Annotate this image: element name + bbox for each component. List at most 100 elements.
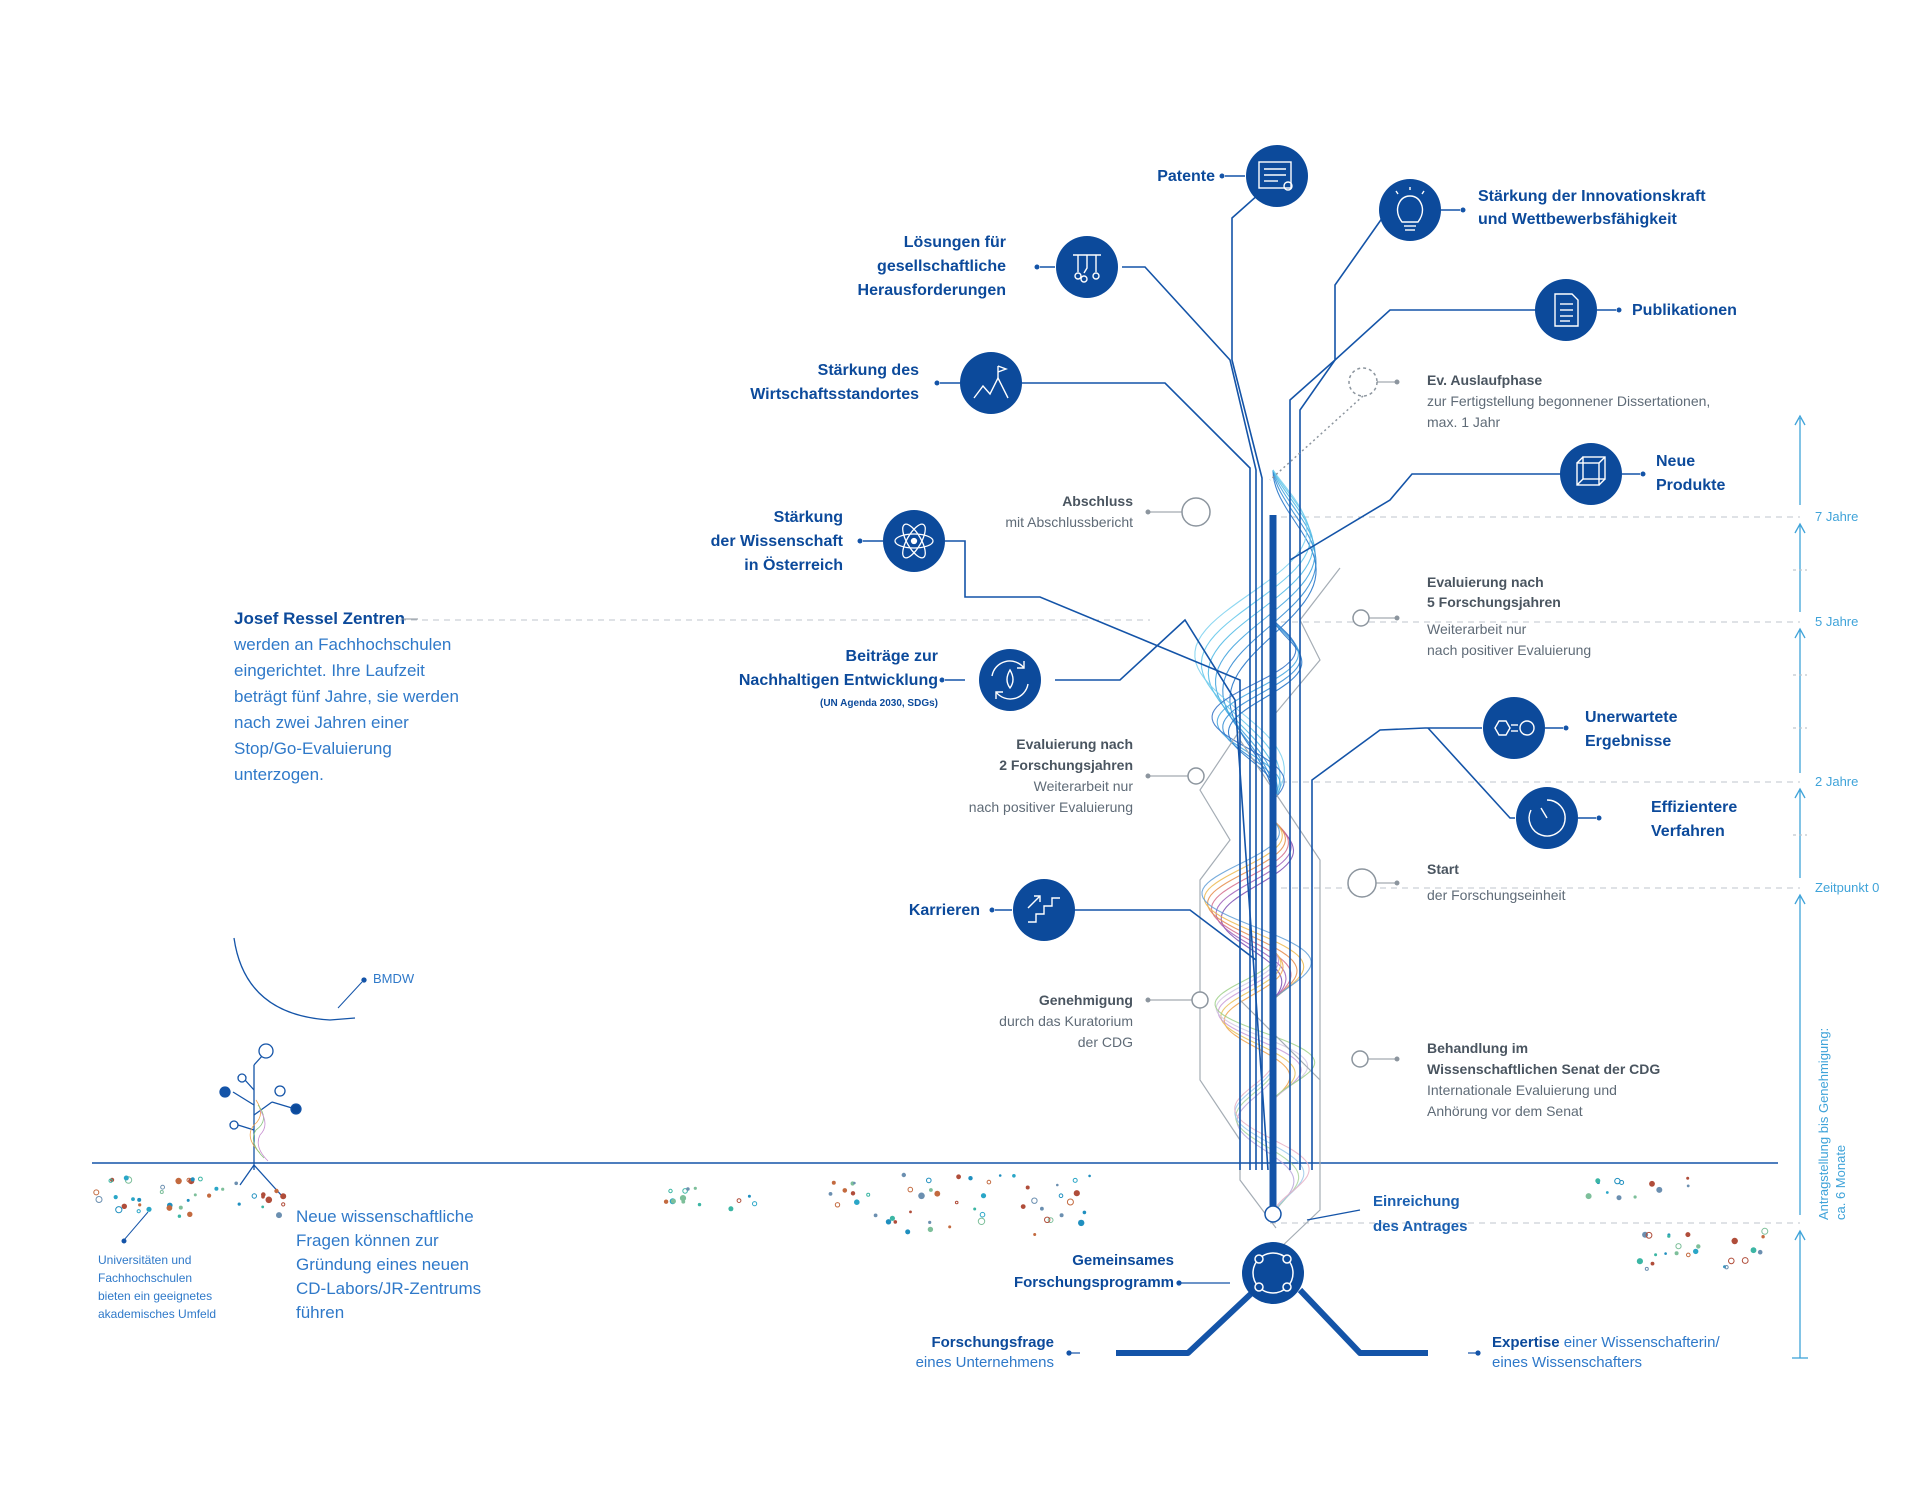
- ground-dot: [1757, 1249, 1763, 1255]
- ground-dot: [1066, 1198, 1074, 1206]
- ground-dot: [686, 1187, 690, 1191]
- ground-dot: [670, 1198, 676, 1204]
- label-genehmigung-1: durch das Kuratorium: [999, 1013, 1133, 1029]
- label-eval5-title2: 5 Forschungsjahren: [1427, 594, 1561, 610]
- ground-dot: [281, 1202, 286, 1207]
- ground-dot: [1073, 1190, 1080, 1197]
- label-start-title: Start: [1427, 861, 1459, 877]
- ground-dot: [693, 1186, 697, 1190]
- ground-dot: [1761, 1235, 1765, 1239]
- label-publikationen: Publikationen: [1632, 302, 1737, 319]
- ground-dot: [1040, 1206, 1044, 1211]
- branch-loesungen: [1122, 266, 1257, 1170]
- ground-dot: [221, 1187, 225, 1191]
- ground-dot: [926, 1177, 932, 1184]
- ground-dot: [1645, 1231, 1653, 1239]
- uni-3: akademisches Umfeld: [98, 1307, 216, 1321]
- ground-dot: [123, 1175, 129, 1181]
- ground-dot: [121, 1203, 128, 1210]
- ground-dot: [261, 1205, 265, 1209]
- label-gemeinsam-1: Gemeinsames: [1072, 1252, 1174, 1269]
- hub-circle: [1242, 1242, 1304, 1304]
- label-eval5-1: Weiterarbeit nur: [1427, 621, 1527, 637]
- josef-line-3: nach zwei Jahren einer: [234, 713, 409, 732]
- helix-strand: [1215, 469, 1316, 801]
- branch-publikationen: [1299, 309, 1565, 1170]
- helix-strand: [1200, 469, 1311, 801]
- milestone-eval2: [1187, 767, 1205, 785]
- ground-dot: [977, 1217, 986, 1226]
- ground-dot: [1025, 1185, 1030, 1190]
- ground-dot: [747, 1194, 751, 1198]
- josef-title: Josef Ressel Zentren: [234, 609, 405, 628]
- ground-dot: [1047, 1217, 1054, 1223]
- ground-dot: [697, 1202, 702, 1207]
- ground-dot: [1614, 1177, 1621, 1185]
- ground-dot: [1750, 1247, 1757, 1254]
- label-wissenschaft-2: der Wissenschaft: [711, 533, 844, 550]
- josef-line-1: eingerichtet. Ihre Laufzeit: [234, 661, 425, 680]
- arrow-up-icon: [1794, 627, 1806, 639]
- ground-dot: [668, 1188, 673, 1194]
- ground-dot: [1012, 1174, 1016, 1178]
- ground-dot: [146, 1206, 152, 1212]
- antrag-duration-line1: Antragstellung bis Genehmigung:: [1816, 1028, 1831, 1220]
- ground-dot: [1686, 1176, 1690, 1180]
- ground-dot: [136, 1209, 141, 1214]
- label-loesungen-3: Herausforderungen: [858, 282, 1006, 299]
- ground-dot: [1078, 1219, 1085, 1227]
- neue-fragen-3: CD-Labors/JR-Zentrums: [296, 1279, 481, 1298]
- ground-dot: [1724, 1265, 1729, 1270]
- label-einreichung-1: Einreichung: [1373, 1193, 1460, 1210]
- branch-patente: [1231, 177, 1278, 1170]
- label-expertise: Expertise einer Wissenschafterin/: [1492, 1334, 1720, 1351]
- ground-dot: [1649, 1180, 1655, 1187]
- milestone-eval5: [1352, 609, 1370, 627]
- antrag-duration-line2: ca. 6 Monate: [1833, 1145, 1848, 1220]
- ground-dot: [137, 1197, 142, 1202]
- uni-connector: [121, 1211, 149, 1244]
- ground-dot: [280, 1193, 287, 1200]
- helix-strand: [1236, 1059, 1295, 1216]
- label-wirtschaft-1: Stärkung des: [818, 362, 919, 379]
- arrow-up-icon: [1794, 414, 1806, 426]
- label-senat-2: Anhörung vor dem Senat: [1427, 1103, 1583, 1119]
- neue-fragen-0: Neue wissenschaftliche: [296, 1207, 474, 1226]
- branch-wirtschaft: [1022, 382, 1251, 1170]
- time-label-2: 2 Jahre: [1815, 774, 1858, 789]
- ground-dot: [1636, 1258, 1643, 1265]
- branch-innovation: [1289, 206, 1391, 1170]
- lightbulb-icon: [1379, 179, 1441, 241]
- ground-dot: [190, 1177, 195, 1182]
- branch-produkte: [1289, 473, 1590, 561]
- ground-dot: [885, 1219, 892, 1225]
- label-eval2-2: nach positiver Evaluierung: [969, 799, 1133, 815]
- ground-dot: [901, 1172, 906, 1178]
- neue-fragen-4: führen: [296, 1303, 344, 1322]
- ground-dot: [854, 1199, 860, 1205]
- ground-dot: [113, 1195, 118, 1200]
- ground-dot: [198, 1176, 203, 1182]
- milestones: [1181, 367, 1378, 1223]
- node-produkte: [1560, 443, 1646, 505]
- ground-dots: [93, 1172, 1769, 1271]
- milestone-abschluss: [1181, 497, 1211, 527]
- label-gemeinsam-2: Forschungsprogramm: [1014, 1274, 1174, 1291]
- ground-dot: [889, 1215, 896, 1221]
- label-forschungsfrage-title: Forschungsfrage: [931, 1334, 1054, 1351]
- ground-dot: [178, 1205, 183, 1210]
- ground-dot: [1650, 1261, 1655, 1266]
- milestone-start: [1347, 868, 1377, 898]
- ground-dot: [918, 1192, 925, 1200]
- ground-dot: [866, 1192, 871, 1197]
- ground-dot: [187, 1211, 193, 1218]
- ground-dot: [207, 1193, 212, 1198]
- ground-dot: [834, 1202, 841, 1208]
- time-label-5: 5 Jahre: [1815, 614, 1858, 629]
- label-abschluss-1: mit Abschlussbericht: [1005, 514, 1133, 530]
- ground-dot: [679, 1195, 687, 1202]
- outcome-nodes: [857, 145, 1646, 941]
- label-senat-title1: Behandlung im: [1427, 1040, 1528, 1056]
- node-effizient: [1516, 787, 1602, 849]
- ground-dot: [1082, 1210, 1087, 1215]
